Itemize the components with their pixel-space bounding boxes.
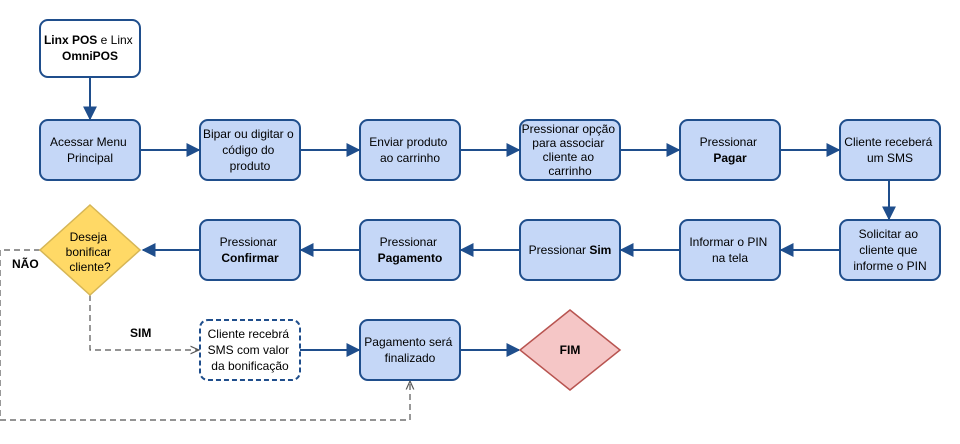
edge-decision-sim (89, 295, 199, 350)
node-cliente-bonificacao[interactable]: Cliente recebrá SMS com valor da bonific… (199, 319, 301, 381)
start-line2: OmniPOS (62, 49, 118, 63)
svg-text:Linx POS e Linx OmniPOS: Linx POS e Linx OmniPOS (44, 33, 136, 63)
dashed-edges (0, 249, 410, 421)
svg-text:Solicitar ao cliente que: Solicitar ao cliente que informe o PIN (853, 227, 926, 273)
edge-label-sim: SIM (130, 326, 151, 340)
fim-label: FIM (560, 343, 581, 357)
node-pagamento-finalizado[interactable]: Pagamento será finalizado (359, 319, 461, 381)
node-pressionar-opcao[interactable]: Pressionar opção para associar cliente a… (519, 119, 621, 181)
node-enviar-carrinho[interactable]: Enviar produto ao carrinho (359, 119, 461, 181)
svg-text:Cliente recebrá SMS com: Cliente recebrá SMS com valor da bonific… (208, 327, 293, 373)
start-line1b: e Linx (97, 33, 132, 47)
svg-text:Cliente receberá um SMS: Cliente receberá um SMS (844, 135, 935, 165)
node-pressionar-pagamento[interactable]: Pressionar Pagamento (359, 219, 461, 281)
node-bipar-produto[interactable]: Bipar ou digitar o código do produto (199, 119, 301, 181)
svg-text:Bipar ou digitar o códig: Bipar ou digitar o código do produto (203, 127, 297, 173)
node-informar-pin[interactable]: Informar o PIN na tela (679, 219, 781, 281)
svg-text:Pressionar Confirmar: Pressionar Confirmar (220, 235, 281, 265)
svg-text:Pressionar opção para as: Pressionar opção para associar cliente a… (522, 122, 619, 178)
svg-text:Pressionar Sim: Pressionar Sim (529, 243, 612, 257)
node-solicitar-pin[interactable]: Solicitar ao cliente que informe o PIN (839, 219, 941, 281)
svg-text:Pagamento será finalizad: Pagamento será finalizado (364, 335, 455, 365)
node-acessar-menu[interactable]: Acessar Menu Principal (39, 119, 141, 181)
node-fim[interactable]: FIM (518, 309, 622, 391)
svg-text:FIM: FIM (560, 343, 581, 357)
node-pressionar-sim[interactable]: Pressionar Sim (519, 219, 621, 281)
svg-text:Deseja bonificar c: Deseja bonificar cliente? (66, 230, 115, 274)
start-line1: Linx POS (44, 33, 97, 47)
svg-text:Enviar produto ao carrin: Enviar produto ao carrinho (369, 135, 450, 165)
svg-text:Pressionar Pagamento: Pressionar Pagamento (378, 235, 443, 265)
edge-decision-nao (0, 249, 410, 421)
node-decision-bonificar[interactable]: Deseja bonificar cliente? (38, 203, 142, 297)
node-cliente-sms[interactable]: Cliente receberá um SMS (839, 119, 941, 181)
svg-text:Pressionar Pagar: Pressionar Pagar (700, 135, 761, 165)
svg-text:Informar o PIN na tela: Informar o PIN na tela (689, 235, 770, 265)
node-pressionar-confirmar[interactable]: Pressionar Confirmar (199, 219, 301, 281)
node-pressionar-pagar[interactable]: Pressionar Pagar (679, 119, 781, 181)
edges (83, 77, 896, 357)
svg-text:Acessar Menu Principal: Acessar Menu Principal (50, 135, 130, 165)
edge-label-nao: NÃO (12, 256, 39, 271)
node-start[interactable]: Linx POS e Linx OmniPOS (39, 19, 141, 78)
